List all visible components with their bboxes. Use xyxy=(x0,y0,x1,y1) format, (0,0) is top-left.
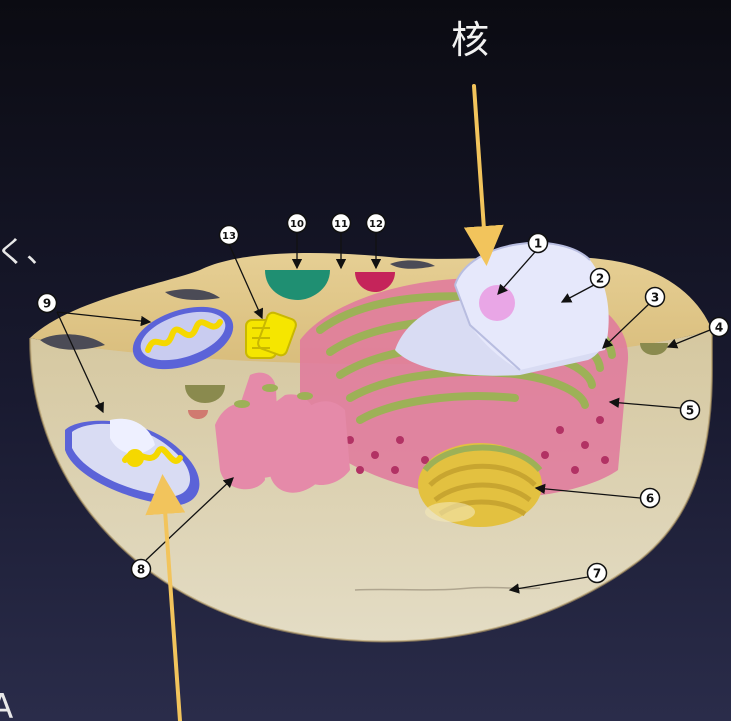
nucleolus xyxy=(479,285,515,321)
svg-text:12: 12 xyxy=(369,219,383,230)
edge-text-left: く、 xyxy=(0,235,56,270)
callout-3: 3 xyxy=(646,288,665,307)
svg-text:10: 10 xyxy=(290,219,304,230)
callout-5: 5 xyxy=(681,401,700,420)
edge-text-bottom: A xyxy=(0,687,13,721)
callout-2: 2 xyxy=(591,269,610,288)
callout-7: 7 xyxy=(588,564,607,583)
callout-1: 1 xyxy=(529,234,548,253)
callout-6: 6 xyxy=(641,489,660,508)
svg-text:1: 1 xyxy=(534,237,542,251)
svg-text:7: 7 xyxy=(593,567,601,581)
callout-8: 8 xyxy=(132,560,151,579)
svg-text:11: 11 xyxy=(334,219,348,230)
svg-text:4: 4 xyxy=(715,321,723,335)
svg-text:8: 8 xyxy=(137,563,145,577)
callout-10: 10 xyxy=(288,214,307,233)
callout-11: 11 xyxy=(332,214,351,233)
svg-text:13: 13 xyxy=(222,231,236,242)
svg-text:6: 6 xyxy=(646,492,654,506)
callout-12: 12 xyxy=(367,214,386,233)
callout-9: 9 xyxy=(38,294,57,313)
svg-text:3: 3 xyxy=(651,291,659,305)
nucleus-pointer-arrow xyxy=(474,86,486,258)
callout-4: 4 xyxy=(710,318,729,337)
callout-13: 13 xyxy=(220,226,239,245)
svg-text:9: 9 xyxy=(43,297,51,311)
svg-text:5: 5 xyxy=(686,404,694,418)
svg-text:2: 2 xyxy=(596,272,604,286)
golgi-apparatus xyxy=(418,443,542,527)
